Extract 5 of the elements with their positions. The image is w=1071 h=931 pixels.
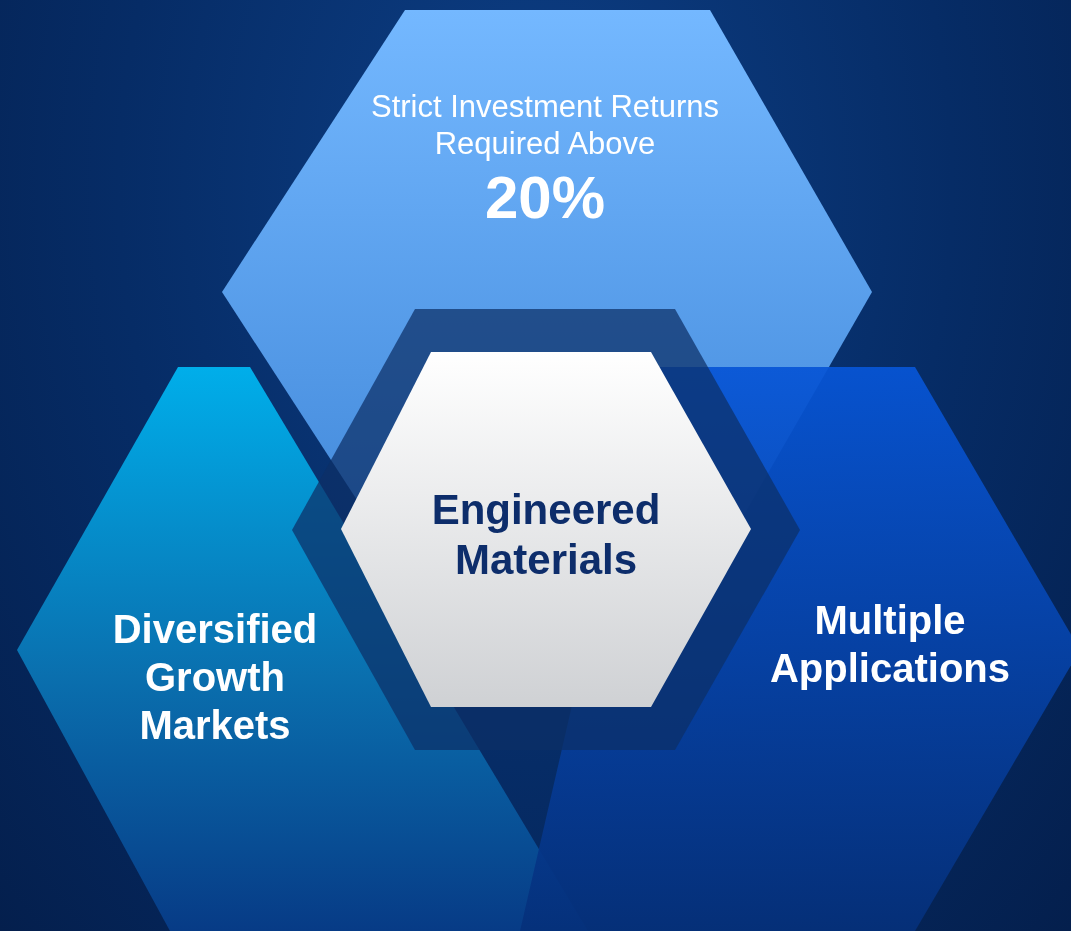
hexagon-label: Diversified Growth Markets (111, 606, 319, 749)
hexagon-label: Multiple Applications (769, 597, 1011, 692)
hexagon-label: Engineered Materials (430, 485, 662, 586)
requirement-text: Strict Investment Returns Required Above (370, 88, 720, 163)
percentage-value: 20% (484, 163, 606, 234)
